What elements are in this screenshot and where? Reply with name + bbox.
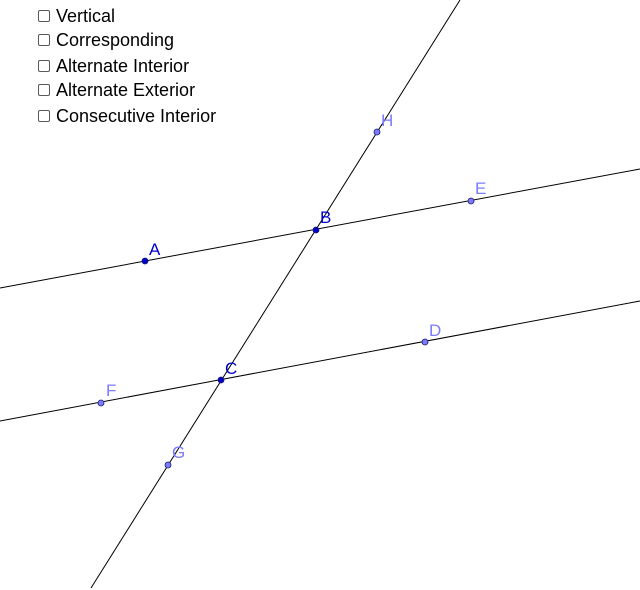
point-D-label: D	[429, 321, 441, 340]
point-A[interactable]: A	[141, 240, 161, 265]
point-F-label: F	[106, 381, 116, 400]
point-H[interactable]: H	[373, 111, 393, 136]
point-B[interactable]: B	[312, 208, 331, 234]
point-A-label: A	[149, 240, 161, 259]
point-H-label: H	[381, 111, 393, 130]
parallel-line-top[interactable]	[0, 168, 640, 289]
checkbox-alternate-exterior[interactable]: Alternate Exterior	[38, 79, 195, 101]
checkbox-consecutive-interior-label: Consecutive Interior	[56, 106, 217, 126]
point-G[interactable]: G	[164, 443, 185, 469]
checkbox-consecutive-interior[interactable]: Consecutive Interior	[38, 105, 216, 127]
checkbox-alternate-exterior-box[interactable]	[38, 84, 50, 96]
point-F[interactable]: F	[97, 381, 116, 407]
point-D[interactable]: D	[421, 321, 441, 346]
checkbox-consecutive-interior-box[interactable]	[38, 110, 50, 122]
checkbox-vertical-box[interactable]	[38, 10, 50, 22]
point-F-dot[interactable]	[97, 399, 105, 407]
checkbox-alternate-interior-box[interactable]	[38, 60, 50, 72]
point-B-dot[interactable]	[312, 226, 320, 234]
parallel-line-bottom[interactable]	[0, 300, 640, 422]
point-B-label: B	[320, 208, 331, 227]
point-E-label: E	[475, 179, 486, 198]
point-D-dot[interactable]	[421, 338, 429, 346]
transversal-line[interactable]	[90, 0, 461, 589]
point-H-dot[interactable]	[373, 128, 381, 136]
checkbox-alternate-interior[interactable]: Alternate Interior	[38, 55, 189, 77]
checkbox-alternate-exterior-label: Alternate Exterior	[56, 80, 196, 100]
checkbox-vertical[interactable]: Vertical	[38, 5, 115, 27]
checkbox-corresponding-box[interactable]	[38, 34, 50, 46]
checkbox-corresponding-label: Corresponding	[56, 30, 175, 50]
point-G-label: G	[172, 443, 185, 462]
point-E[interactable]: E	[467, 179, 486, 205]
point-C[interactable]: C	[217, 359, 237, 384]
point-C-label: C	[225, 359, 237, 378]
point-E-dot[interactable]	[467, 197, 475, 205]
checkbox-corresponding[interactable]: Corresponding	[38, 29, 174, 51]
point-C-dot[interactable]	[217, 376, 225, 384]
checkbox-vertical-label: Vertical	[56, 6, 116, 26]
point-A-dot[interactable]	[141, 257, 149, 265]
point-G-dot[interactable]	[164, 461, 172, 469]
checkbox-alternate-interior-label: Alternate Interior	[56, 56, 190, 76]
